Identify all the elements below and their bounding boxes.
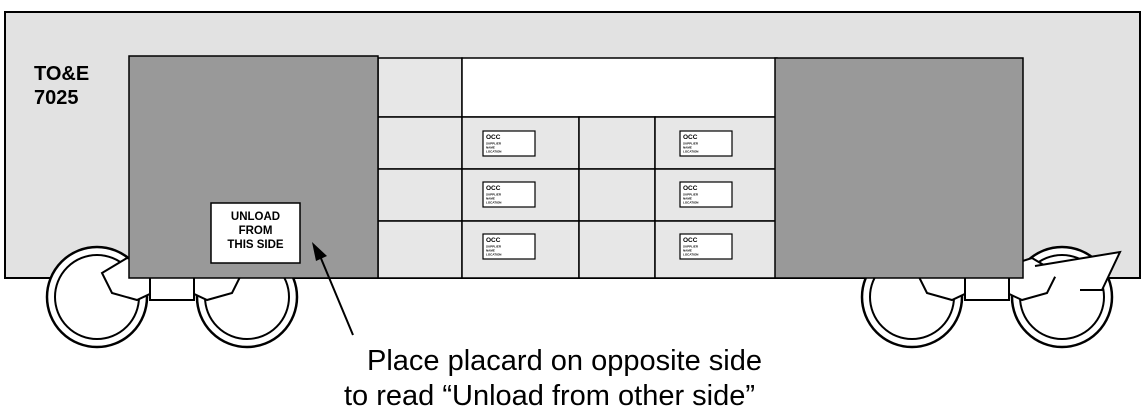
supplier-label-code: OCC [486,237,501,244]
supplier-label-line-2: NAME [486,249,495,253]
supplier-label-line-1: SUPPLIER [683,193,699,197]
pallet-r3-c3 [578,220,656,279]
supplier-label-line-3: LOCATION [486,201,501,205]
placard-line-3: THIS SIDE [227,239,284,251]
supplier-label-code: OCC [683,134,698,141]
supplier-label-line-2: NAME [683,197,692,201]
supplier-label-line-1: SUPPLIER [486,193,502,197]
pallet-r2-c1 [377,168,463,222]
supplier-label-5: OCC SUPPLIER NAME LOCATION [482,233,536,260]
supplier-label-line-3: LOCATION [486,253,501,257]
supplier-label-line-3: LOCATION [683,253,698,257]
supplier-label-line-2: NAME [683,249,692,253]
top-void-left [377,57,463,118]
caption-line-2: to read “Unload from other side” [344,380,755,412]
supplier-label-1: OCC SUPPLIER NAME LOCATION [482,130,536,157]
placard-line-1: UNLOAD [231,211,280,223]
pallet-r2-c3 [578,168,656,222]
supplier-label-code: OCC [486,185,501,192]
caption-line-1: Place placard on opposite side [367,345,762,377]
supplier-label-line-2: NAME [683,146,692,150]
supplier-label-6: OCC SUPPLIER NAME LOCATION [679,233,733,260]
supplier-label-line-2: NAME [486,146,495,150]
supplier-label-line-1: SUPPLIER [683,245,699,249]
pallet-r3-c1 [377,220,463,279]
supplier-label-code: OCC [486,134,501,141]
placard-line-2: FROM [239,225,273,237]
pallet-r1-c1 [377,116,463,170]
top-void-white [461,57,778,118]
supplier-label-4: OCC SUPPLIER NAME LOCATION [679,181,733,208]
pointer-arrow [312,242,354,336]
supplier-label-line-3: LOCATION [683,201,698,205]
supplier-label-line-3: LOCATION [683,150,698,154]
supplier-label-line-2: NAME [486,197,495,201]
supplier-label-2: OCC SUPPLIER NAME LOCATION [679,130,733,157]
car-id-line-2: 7025 [34,87,79,109]
supplier-label-line-1: SUPPLIER [486,245,502,249]
supplier-label-3: OCC SUPPLIER NAME LOCATION [482,181,536,208]
right-door-block [774,57,1024,279]
supplier-label-code: OCC [683,237,698,244]
supplier-label-line-1: SUPPLIER [683,142,699,146]
unload-placard: UNLOAD FROM THIS SIDE [210,202,301,264]
pallet-r1-c3 [578,116,656,170]
car-id-line-1: TO&E [34,63,89,85]
supplier-label-line-1: SUPPLIER [486,142,502,146]
supplier-label-line-3: LOCATION [486,150,501,154]
supplier-label-code: OCC [683,185,698,192]
